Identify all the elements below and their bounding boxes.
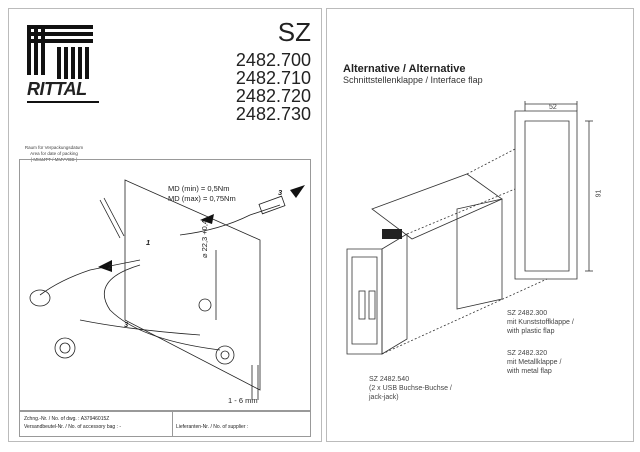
torque-min-label: MD (min) = 0,5Nm	[168, 184, 230, 193]
part-number: 2482.710	[235, 68, 311, 88]
interface-flap-illustration	[346, 101, 593, 355]
note-plastic-flap: SZ 2482.300 mit Kunststoffklappe / with …	[507, 309, 574, 336]
note-line: with metal flap	[507, 368, 552, 375]
usb-installation-illustration	[29, 179, 305, 400]
drawing-footer: Zchng.-Nr. / No. of dwg. : A37946015Z Ve…	[19, 411, 311, 437]
height-dimension: 91	[595, 189, 603, 198]
width-dimension: 52	[549, 104, 557, 111]
note-line: with plastic flap	[507, 328, 555, 335]
part-number: 2482.700	[235, 50, 311, 70]
step-number: 1	[146, 238, 151, 247]
packing-label-en: Area for date of packing	[30, 151, 78, 156]
step-number: 3	[278, 188, 283, 197]
alternative-subtitle: Schnittstellenklappe / Interface flap	[343, 75, 483, 85]
note-line: jack-jack)	[369, 394, 399, 401]
step-number: 2	[108, 262, 113, 271]
instruction-sheet-right: Alternative / Alternative Schnittstellen…	[326, 8, 634, 442]
note-line: mit Metallklappe /	[507, 359, 562, 366]
note-metal-flap: SZ 2482.320 mit Metallklappe / with meta…	[507, 349, 561, 376]
drawing-number: Zchng.-Nr. / No. of dwg. : A37946015Z	[24, 416, 110, 422]
part-number: SZ 2482.540	[369, 376, 410, 383]
packing-label-de: Raum für Verpackungsdatum	[24, 145, 84, 150]
footer-divider	[172, 412, 173, 436]
alternative-title: Alternative / Alternative	[343, 63, 466, 75]
part-number: SZ 2482.320	[507, 350, 548, 357]
diameter-label: ⌀ 22,3 +0,4	[200, 219, 209, 258]
rittal-logo-grid-icon	[27, 25, 99, 103]
note-line: mit Kunststoffklappe /	[507, 319, 574, 326]
step-number: 3	[124, 320, 129, 329]
note-usb-jack: SZ 2482.540 (2 x USB Buchse-Buchse / jac…	[369, 375, 452, 402]
note-line: (2 x USB Buchse-Buchse /	[369, 385, 452, 392]
series-label: SZ	[277, 17, 311, 47]
part-number: 2482.720	[235, 86, 311, 106]
rittal-wordmark: RITTAL	[27, 79, 87, 99]
part-number: SZ 2482.300	[507, 310, 548, 317]
torque-max-label: MD (max) = 0,75Nm	[168, 194, 236, 203]
supplier-number: Lieferanten-Nr. / No. of supplier :	[176, 424, 249, 430]
instruction-sheet-left: RITTAL SZ 2482.700 2482.710 2482.720 248…	[8, 8, 322, 442]
thickness-label: 1 - 6 mm	[228, 396, 258, 405]
installation-drawing: MD (min) = 0,5Nm MD (max) = 0,75Nm ⌀ 22,…	[19, 159, 311, 411]
rittal-logo: RITTAL	[27, 25, 99, 108]
part-number: 2482.730	[235, 104, 311, 124]
accessory-bag-number: Versandbeutel-Nr. / No. of accessory bag…	[24, 424, 121, 430]
